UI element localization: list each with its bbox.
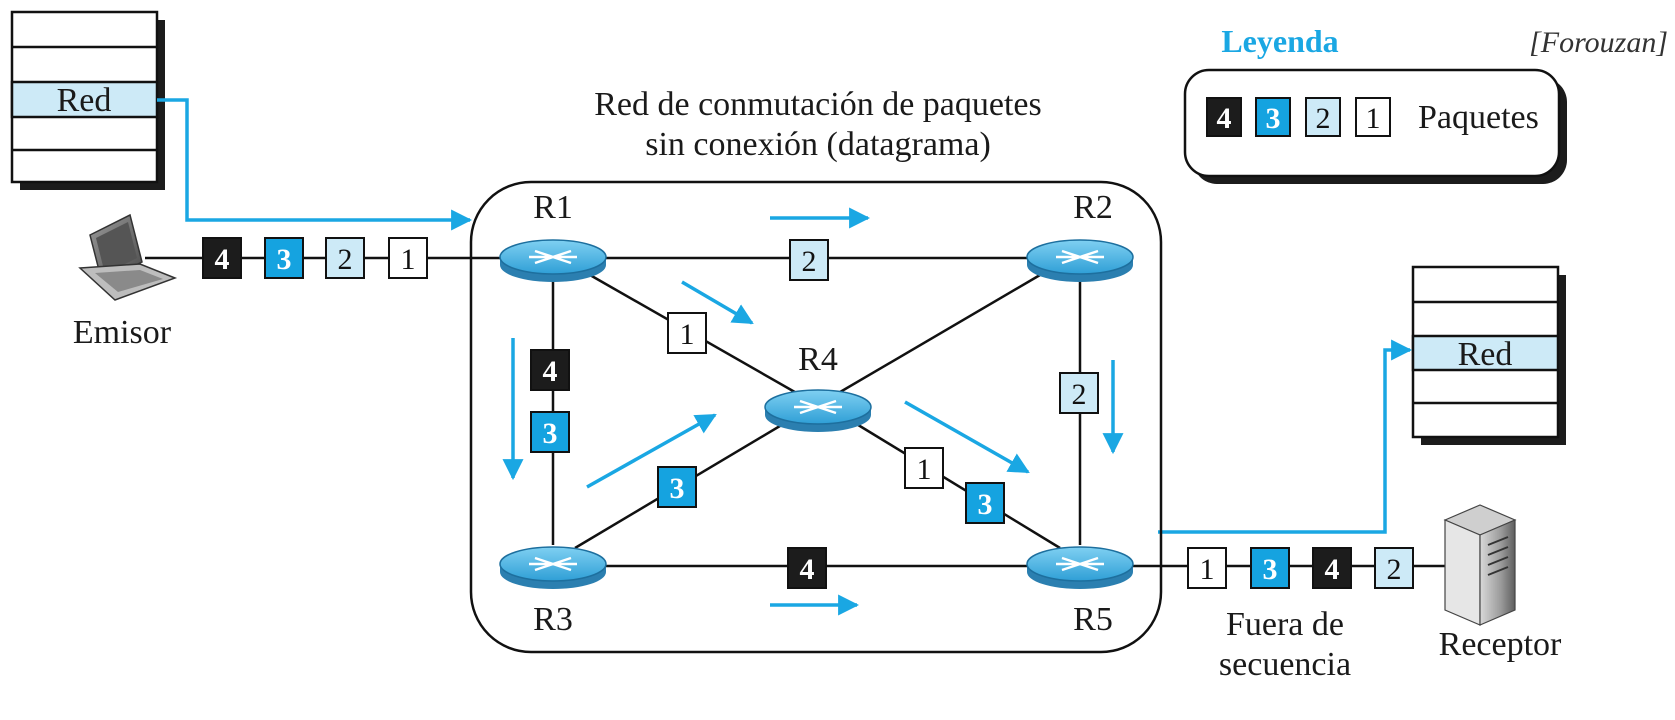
receiver-stack-label: Red	[1458, 336, 1513, 373]
arrow-r1-r4	[681, 280, 754, 325]
legend-packet-3: 3	[1255, 97, 1291, 137]
diagram-title-line1: Red de conmutación de paquetes	[594, 86, 1042, 123]
link-packet-r4-r5-a: 1	[904, 447, 944, 489]
receiver-flow-path	[1158, 339, 1413, 534]
legend: Leyenda [Forouzan] 4 3 2 1 Paquetes	[1183, 23, 1668, 184]
flow-arrows	[502, 207, 1124, 616]
link-packet-r3-r4: 3	[657, 466, 697, 508]
svg-text:1: 1	[917, 453, 932, 486]
network-boundary	[469, 180, 1163, 654]
router-r2-label: R2	[1073, 189, 1113, 226]
router-r1	[499, 239, 607, 282]
receiver-label: Receptor	[1439, 626, 1562, 663]
sender-packet-3: 3	[264, 237, 304, 279]
svg-text:3: 3	[277, 243, 292, 276]
legend-packet-1: 1	[1355, 97, 1391, 137]
router-r4-label: R4	[798, 341, 838, 378]
link-packet-r3-r5: 4	[787, 547, 827, 589]
out-of-sequence-line1: Fuera de	[1226, 606, 1344, 643]
sender-label: Emisor	[73, 314, 172, 351]
arrow-r3-r4	[586, 413, 717, 489]
sender-packet-4: 4	[202, 237, 242, 279]
sender-stack-network-layer	[10, 80, 159, 119]
svg-text:4: 4	[1325, 553, 1340, 586]
router-r3-label: R3	[533, 601, 573, 638]
link-packet-r1-r3-b: 3	[530, 411, 570, 453]
sender-stack-label: Red	[57, 82, 112, 119]
router-r5-label: R5	[1073, 601, 1113, 638]
svg-text:2: 2	[1387, 553, 1402, 586]
router-r1-label: R1	[533, 189, 573, 226]
svg-text:3: 3	[670, 472, 685, 505]
laptop-icon	[78, 213, 178, 301]
diagram-title-line2: sin conexión (datagrama)	[645, 126, 991, 163]
svg-text:1: 1	[1200, 553, 1215, 586]
svg-text:2: 2	[1072, 378, 1087, 411]
svg-text:3: 3	[543, 417, 558, 450]
svg-text:3: 3	[978, 488, 993, 521]
receiver-packet-2: 2	[1374, 547, 1414, 589]
arrow-r4-r5	[904, 400, 1030, 474]
svg-text:3: 3	[1263, 553, 1278, 586]
svg-text:4: 4	[1217, 102, 1232, 135]
legend-credit: [Forouzan]	[1529, 26, 1668, 59]
link-packet-r1-r4: 1	[667, 312, 707, 354]
link-packet-r2-r5: 2	[1059, 372, 1099, 414]
receiver-packet-1: 1	[1187, 547, 1227, 589]
router-r3	[499, 546, 607, 589]
receiver-stack: Red	[1411, 265, 1566, 445]
svg-text:1: 1	[680, 318, 695, 351]
legend-packet-2: 2	[1305, 97, 1341, 137]
svg-text:4: 4	[800, 553, 815, 586]
svg-text:4: 4	[215, 243, 230, 276]
svg-text:2: 2	[338, 243, 353, 276]
link-packet-r1-r2: 2	[789, 239, 829, 281]
router-r4	[764, 389, 872, 432]
router-r2	[1026, 239, 1134, 282]
sender-packet-1: 1	[388, 237, 428, 279]
svg-text:1: 1	[401, 243, 416, 276]
server-icon	[1443, 504, 1517, 626]
svg-text:2: 2	[802, 245, 817, 278]
router-r5	[1026, 546, 1134, 589]
out-of-sequence-line2: secuencia	[1219, 646, 1351, 683]
receiver-packet-3: 3	[1250, 547, 1290, 589]
receiver-packet-4: 4	[1312, 547, 1352, 589]
sender-flow-path	[157, 98, 473, 231]
svg-text:3: 3	[1266, 102, 1281, 135]
svg-text:1: 1	[1366, 102, 1381, 135]
link-packet-r1-r3-a: 4	[530, 349, 570, 391]
link-r4-r5	[849, 418, 1061, 550]
svg-text:4: 4	[543, 355, 558, 388]
legend-heading: Leyenda	[1221, 23, 1338, 59]
sender-stack: Red	[10, 10, 165, 190]
link-r2-r4	[834, 273, 1041, 397]
legend-label: Paquetes	[1418, 99, 1539, 136]
sender-packet-2: 2	[325, 237, 365, 279]
link-packet-r4-r5-b: 3	[965, 482, 1005, 524]
svg-text:2: 2	[1316, 102, 1331, 135]
legend-packet-4: 4	[1206, 97, 1242, 137]
receiver-stack-network-layer	[1411, 334, 1560, 372]
